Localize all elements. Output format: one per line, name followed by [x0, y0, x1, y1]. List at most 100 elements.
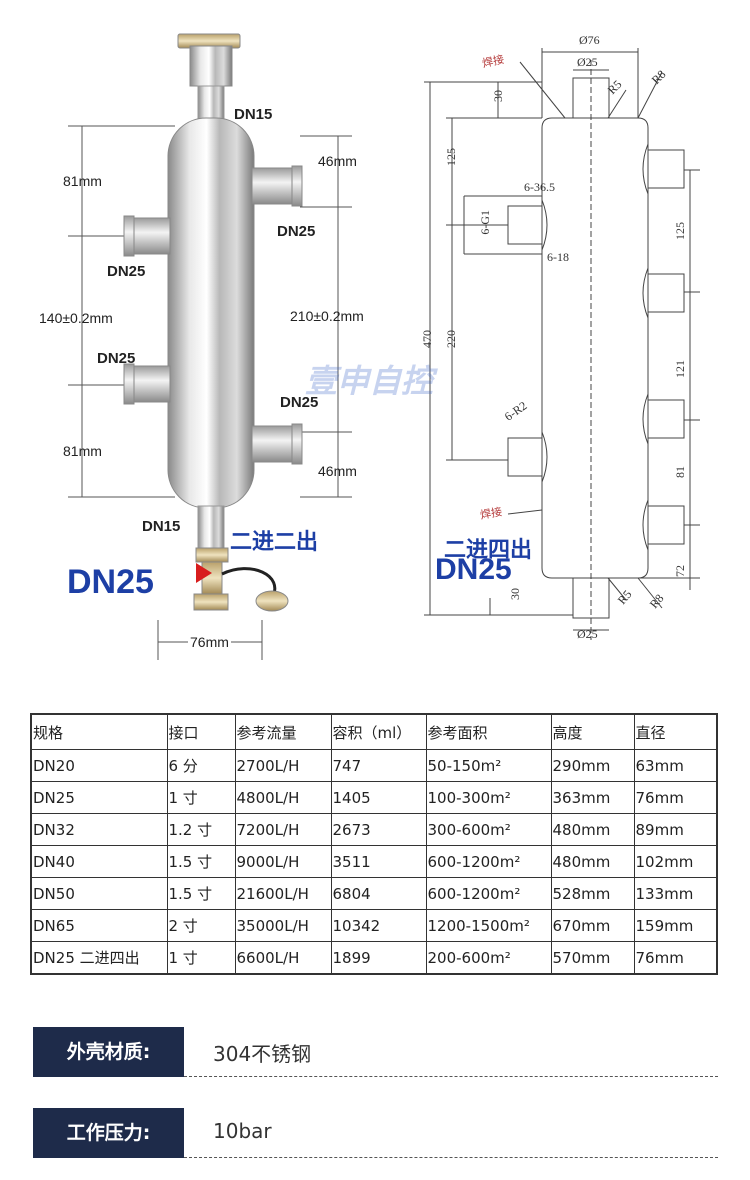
table-cell: 35000L/H — [234, 909, 332, 942]
drawing-model-title: DN25 — [435, 553, 512, 586]
table-cell: 4800L/H — [234, 781, 332, 814]
drawing-dim-125-right: 125 — [673, 222, 687, 240]
left-offset-bottom-label: 81mm — [63, 443, 102, 459]
table-cell: 2673 — [330, 813, 427, 846]
spec-table: 规格 接口 参考流量 容积（ml） 参考面积 高度 直径 DN20 6 分 27… — [30, 713, 718, 975]
drawing-dim-30-bottom: 30 — [508, 588, 522, 600]
table-row: DN40 1.5 寸 9000L/H 3511 600-1200m² 480mm… — [30, 845, 718, 878]
photo-model-title: DN25 — [67, 563, 154, 601]
table-cell: 9000L/H — [234, 845, 332, 878]
table-cell: 1899 — [330, 941, 427, 975]
right-port-top-label: DN25 — [277, 223, 316, 240]
table-cell: DN25 — [30, 781, 168, 814]
table-row: DN50 1.5 寸 21600L/H 6804 600-1200m² 528m… — [30, 877, 718, 910]
bottom-port-label: DN15 — [142, 518, 181, 535]
table-cell: 6804 — [330, 877, 427, 910]
drawing-top-pipe: Ø25 — [577, 55, 598, 69]
table-cell: 600-1200m² — [425, 877, 552, 910]
right-span-label: 210±0.2mm — [290, 308, 364, 324]
table-cell: 1 寸 — [166, 941, 236, 975]
table-cell: 6600L/H — [234, 941, 332, 975]
table-cell: DN32 — [30, 813, 168, 846]
drawing-dim-30-top: 30 — [491, 90, 505, 102]
property-divider — [184, 1157, 718, 1158]
left-port-top-label: DN25 — [107, 263, 146, 280]
drawing-dim-81: 81 — [673, 466, 687, 478]
technical-drawing: Ø76 Ø25 焊接 R5 R8 30 125 6-36.5 6-G1 6-18… — [305, 0, 750, 690]
drawing-dim-36-5: 6-36.5 — [524, 180, 555, 194]
property-value: 304不锈钢 — [213, 1042, 312, 1066]
table-cell: 747 — [330, 749, 427, 782]
drawing-dim-125-left: 125 — [444, 148, 458, 166]
col-header-height: 高度 — [550, 713, 635, 750]
col-header-volume: 容积（ml） — [330, 713, 427, 750]
drawing-dim-220: 220 — [444, 330, 458, 348]
table-cell: 480mm — [550, 845, 635, 878]
table-cell: 1.2 寸 — [166, 813, 236, 846]
left-port-bottom-label: DN25 — [97, 350, 136, 367]
table-cell: 528mm — [550, 877, 635, 910]
table-cell: 50-150m² — [425, 749, 552, 782]
table-cell: 1.5 寸 — [166, 877, 236, 910]
table-cell: DN50 — [30, 877, 168, 910]
table-cell: 102mm — [633, 845, 718, 878]
right-port-bottom-label: DN25 — [280, 394, 319, 411]
table-cell: DN25 二进四出 — [30, 941, 168, 975]
drawing-dim-121: 121 — [673, 360, 687, 378]
drawing-watermark: 壹申自控 — [305, 362, 434, 400]
table-cell: 159mm — [633, 909, 718, 942]
drawing-dim-72: 72 — [673, 565, 687, 577]
table-cell: 2700L/H — [234, 749, 332, 782]
table-row: DN32 1.2 寸 7200L/H 2673 300-600m² 480mm … — [30, 813, 718, 846]
drawing-top-diameter: Ø76 — [579, 33, 600, 47]
drawing-dim-470: 470 — [420, 330, 434, 348]
table-row: DN25 二进四出 1 寸 6600L/H 1899 200-600m² 570… — [30, 941, 718, 975]
table-cell: 2 寸 — [166, 909, 236, 942]
table-row: DN65 2 寸 35000L/H 10342 1200-1500m² 670m… — [30, 909, 718, 942]
table-cell: DN65 — [30, 909, 168, 942]
table-cell: 100-300m² — [425, 781, 552, 814]
table-header-row: 规格 接口 参考流量 容积（ml） 参考面积 高度 直径 — [30, 713, 718, 750]
table-cell: 133mm — [633, 877, 718, 910]
table-row: DN20 6 分 2700L/H 747 50-150m² 290mm 63mm — [30, 749, 718, 782]
table-cell: 600-1200m² — [425, 845, 552, 878]
drawing-dim-18: 6-18 — [547, 250, 569, 264]
table-cell: 21600L/H — [234, 877, 332, 910]
table-cell: 200-600m² — [425, 941, 552, 975]
table-cell: 1 寸 — [166, 781, 236, 814]
property-housing-material: 外壳材质: 304不锈钢 — [33, 1027, 718, 1077]
table-cell: 89mm — [633, 813, 718, 846]
drawing-thread: 6-G1 — [478, 210, 492, 235]
col-header-area: 参考面积 — [425, 713, 552, 750]
table-cell: 1405 — [330, 781, 427, 814]
table-cell: 7200L/H — [234, 813, 332, 846]
table-cell: 63mm — [633, 749, 718, 782]
right-offset-top-label: 46mm — [318, 153, 357, 169]
left-offset-top-label: 81mm — [63, 173, 102, 189]
drawing-outline — [424, 48, 700, 640]
table-cell: 1.5 寸 — [166, 845, 236, 878]
table-cell: 10342 — [330, 909, 427, 942]
col-header-flow: 参考流量 — [234, 713, 332, 750]
product-photo: DN15 46mm 81mm DN25 DN25 140±0.2mm 210±0… — [0, 0, 400, 690]
table-cell: 6 分 — [166, 749, 236, 782]
table-cell: 1200-1500m² — [425, 909, 552, 942]
drawing-bottom-pipe: Ø25 — [577, 627, 598, 641]
table-cell: DN40 — [30, 845, 168, 878]
table-cell: 76mm — [633, 941, 718, 975]
table-cell: 3511 — [330, 845, 427, 878]
table-cell: 76mm — [633, 781, 718, 814]
table-cell: DN20 — [30, 749, 168, 782]
separator-photo-illustration — [68, 33, 352, 660]
property-value: 10bar — [213, 1119, 272, 1143]
table-cell: 300-600m² — [425, 813, 552, 846]
property-working-pressure: 工作压力: 10bar — [33, 1108, 718, 1158]
top-port-label: DN15 — [234, 106, 273, 123]
property-label: 工作压力: — [33, 1108, 184, 1158]
col-header-port: 接口 — [166, 713, 236, 750]
left-span-label: 140±0.2mm — [39, 310, 113, 326]
photo-inout-label: 二进二出 — [230, 530, 319, 555]
table-cell: 570mm — [550, 941, 635, 975]
drawing-inout-label: 二进四出 — [444, 538, 533, 563]
table-cell: 480mm — [550, 813, 635, 846]
